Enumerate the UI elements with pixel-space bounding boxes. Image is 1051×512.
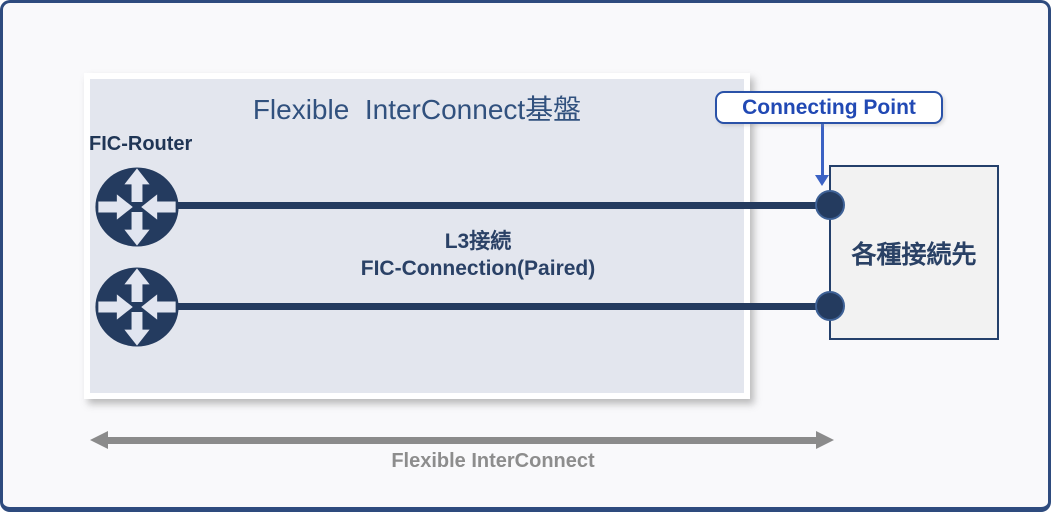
fic-platform-box [84,73,750,399]
connecting-point-node-bottom [815,291,845,321]
connection-line-bottom [173,303,830,310]
destination-box: 各種接続先 [829,165,999,340]
span-arrow [107,437,817,444]
connecting-point-arrow [821,123,824,177]
connection-label: L3接続 FIC-Connection(Paired) [203,228,753,282]
connection-label-line2: FIC-Connection(Paired) [360,257,596,280]
router-icon [95,267,179,347]
platform-title: Flexible InterConnect基盤 [252,94,582,125]
connecting-point-callout: Connecting Point [715,91,943,124]
destination-label: 各種接続先 [851,240,977,269]
left-arrowhead-icon [90,431,108,449]
right-arrowhead-icon [816,431,834,449]
span-arrow-label: Flexible InterConnect [391,450,595,472]
down-arrowhead-icon [815,175,829,186]
connection-label-line1: L3接続 [444,230,512,253]
connection-line-top [173,202,830,209]
connecting-point-node-top [815,190,845,220]
fic-router-label: FIC-Router [89,133,193,155]
router-icon [95,167,179,247]
